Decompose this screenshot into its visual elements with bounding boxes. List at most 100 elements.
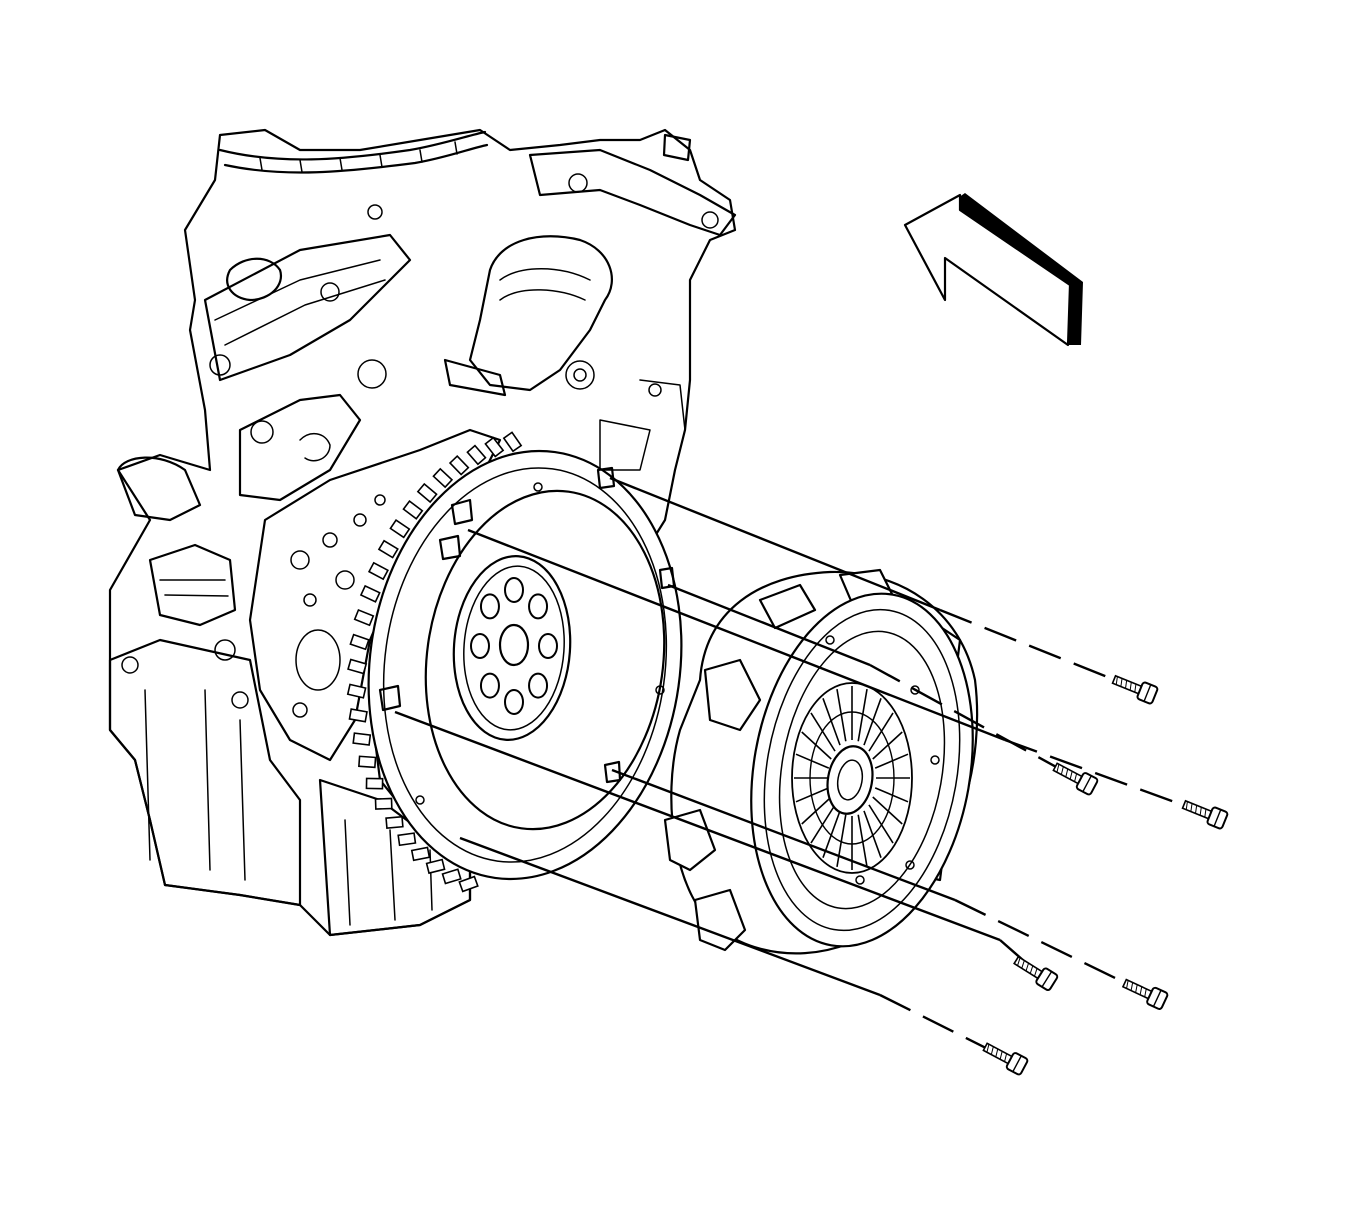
- clutch-pressure-plate: [663, 568, 979, 955]
- spring-finger: [822, 698, 841, 746]
- bolt-thread: [1185, 801, 1188, 810]
- bolt-thread: [1134, 683, 1137, 693]
- flywheel-ring-gear: [346, 431, 523, 893]
- ring-gear-tooth: [374, 797, 393, 810]
- bolt-thread: [999, 1051, 1003, 1060]
- ring-gear-tooth: [484, 436, 505, 458]
- ring-gear-tooth: [466, 444, 487, 466]
- ring-gear-tooth: [353, 608, 375, 627]
- bolt-thread: [1056, 764, 1060, 773]
- bolt-thread: [986, 1044, 990, 1053]
- spring-finger: [857, 689, 868, 742]
- ring-gear-tooth: [402, 500, 424, 520]
- spring-finger: [836, 814, 847, 867]
- bolt-head-edge: [1041, 971, 1053, 988]
- ring-gear-tooth: [346, 683, 367, 699]
- spring-finger: [810, 712, 836, 752]
- ring-gear-tooth: [425, 858, 446, 875]
- bolt-head-edge: [1143, 684, 1152, 702]
- bolt-shank: [982, 1042, 1013, 1065]
- bolt-thread: [1125, 680, 1128, 689]
- flywheel-bolt-holes: [470, 577, 558, 715]
- ring-gear-tooth: [377, 539, 399, 559]
- bolt-thread: [1204, 808, 1207, 818]
- flywheel-bolt-hole: [528, 672, 549, 699]
- spring-finger: [863, 810, 882, 858]
- spring-finger: [801, 796, 832, 825]
- bolt-thread: [1004, 1053, 1008, 1062]
- bolt-thread: [1120, 678, 1123, 687]
- ring-gear-tooth: [385, 815, 404, 829]
- bolt-thread: [1025, 962, 1030, 972]
- ring-gear-tooth: [416, 482, 438, 504]
- ring-gear-tooth: [458, 875, 479, 893]
- ring-gear-tooth: [348, 708, 368, 723]
- ring-gear-tooth: [389, 519, 411, 539]
- bolt-icon: [1111, 674, 1159, 705]
- flywheel-bolt-hole: [479, 593, 500, 620]
- spring-finger: [874, 753, 909, 769]
- spring-finger: [795, 787, 830, 803]
- flywheel-bolt-hole: [470, 633, 490, 659]
- spring-mid-ring: [809, 711, 895, 845]
- bolt-thread: [990, 1046, 994, 1055]
- bolt-thread: [1115, 676, 1118, 685]
- flywheel-bolt-hole: [479, 672, 500, 699]
- ring-gear-tooth: [352, 732, 372, 746]
- spring-finger: [801, 731, 832, 760]
- flywheel-bolt-hole: [538, 633, 558, 659]
- ring-gear-tooth: [502, 431, 523, 453]
- flywheel-bolt-hole: [504, 577, 524, 603]
- flywheel: [346, 431, 683, 893]
- bolt-thread: [1130, 982, 1134, 991]
- bolt-thread: [1029, 965, 1034, 974]
- spring-finger: [868, 804, 894, 844]
- bolt-shank: [1013, 955, 1044, 980]
- bolts: [982, 674, 1229, 1076]
- ring-gear-tooth: [358, 755, 377, 769]
- flywheel-bolt-hole: [504, 689, 524, 715]
- bolt-thread: [1126, 980, 1129, 989]
- bolt-icon: [982, 1042, 1029, 1076]
- bolt-thread: [1034, 968, 1038, 977]
- bolt-icon: [1181, 799, 1229, 830]
- view-direction-arrow-icon: [903, 193, 1083, 347]
- ring-gear-tooth: [441, 868, 462, 885]
- bolt-icon: [1013, 955, 1059, 991]
- ring-gear-tooth: [365, 777, 384, 790]
- bolt-thread: [1060, 766, 1064, 775]
- bolt-icon: [1121, 978, 1169, 1010]
- ring-gear-tooth: [349, 633, 370, 651]
- bolt-head-edge: [1012, 1055, 1022, 1073]
- spring-finger: [810, 804, 836, 844]
- spring-finger: [836, 689, 847, 742]
- bolt-thread: [1199, 807, 1202, 816]
- bolt-thread: [1069, 771, 1073, 780]
- ring-gear-tooth: [410, 846, 431, 862]
- alignment-lines: [394, 476, 1211, 1062]
- bolt-thread: [1021, 960, 1025, 969]
- spring-finger: [872, 796, 903, 825]
- bolt-thread: [995, 1048, 999, 1058]
- ring-gear-tooth: [359, 584, 381, 603]
- bolt-thread: [1074, 773, 1078, 782]
- flywheel-bolt-hole: [528, 593, 549, 620]
- bolt-thread: [1195, 805, 1198, 814]
- bolt-thread: [1065, 768, 1069, 778]
- bolt-head-edge: [1082, 775, 1092, 793]
- spring-finger: [857, 814, 868, 867]
- ring-gear-tooth: [448, 454, 470, 476]
- bolt-head-edge: [1152, 989, 1162, 1007]
- ring-gear-tooth: [367, 561, 389, 581]
- spring-finger: [872, 731, 903, 760]
- bolt-thread: [1017, 957, 1021, 966]
- diaphragm-spring-fingers: [791, 682, 913, 874]
- bolt-thread: [1129, 682, 1132, 691]
- spring-finger: [874, 787, 909, 803]
- spring-finger: [868, 712, 894, 752]
- bolt-thread: [1139, 986, 1143, 995]
- bolt-thread: [1190, 803, 1193, 812]
- ring-gear-tooth: [432, 467, 454, 489]
